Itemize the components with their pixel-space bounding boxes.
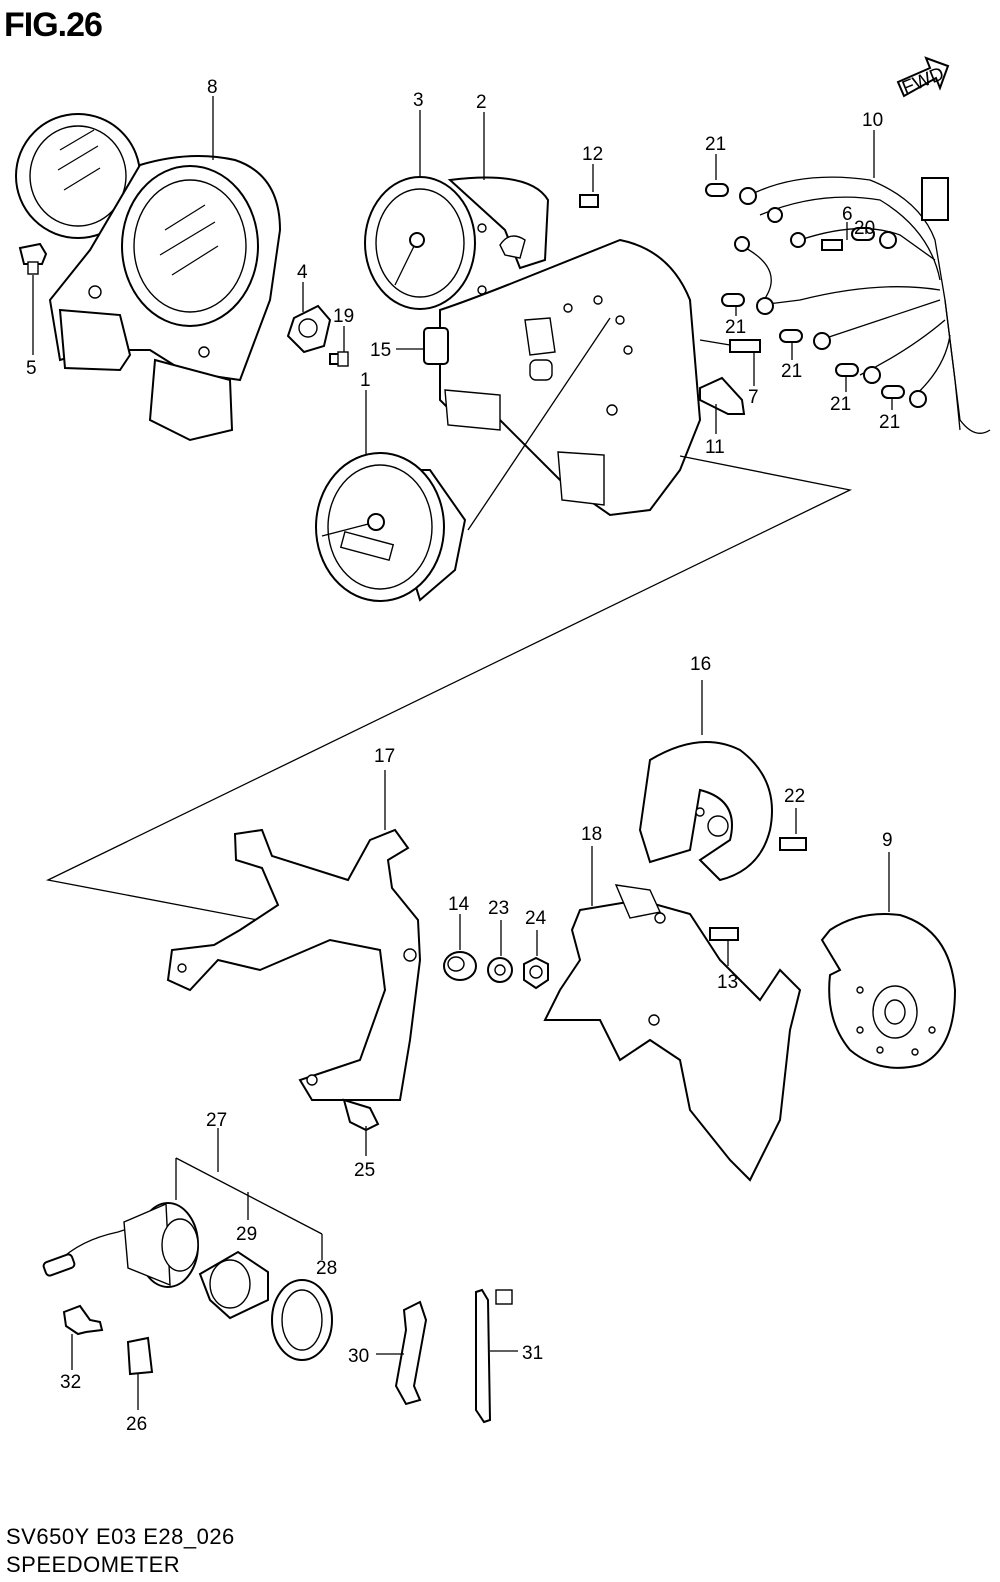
band-31-part bbox=[475, 1288, 513, 1424]
clip-26-part bbox=[126, 1336, 154, 1376]
callout-28: 28 bbox=[316, 1258, 337, 1279]
callout-10: 10 bbox=[862, 110, 883, 131]
callout-21e: 21 bbox=[879, 412, 900, 433]
fwd-label: FWD bbox=[899, 63, 947, 99]
callout-2: 2 bbox=[476, 92, 487, 113]
callout-18: 18 bbox=[581, 824, 602, 845]
callout-13: 13 bbox=[717, 972, 738, 993]
callout-15: 15 bbox=[370, 340, 391, 361]
callout-19: 19 bbox=[333, 306, 354, 327]
callout-31: 31 bbox=[522, 1343, 543, 1364]
section-title: SPEEDOMETER bbox=[6, 1552, 181, 1577]
speedometer-part bbox=[315, 452, 467, 602]
callout-25: 25 bbox=[354, 1160, 375, 1181]
wiring-harness-part bbox=[734, 176, 991, 434]
meter-cover-part bbox=[15, 113, 282, 442]
callout-22: 22 bbox=[784, 786, 805, 807]
screw-13-part bbox=[709, 927, 739, 941]
callout-21a: 21 bbox=[705, 134, 726, 155]
meter-case-part bbox=[439, 223, 702, 517]
callout-20: 20 bbox=[854, 218, 875, 239]
screw-7-part bbox=[729, 339, 761, 353]
callout-1: 1 bbox=[360, 370, 371, 391]
model-code: SV650Y E03 E28_026 bbox=[6, 1524, 235, 1549]
tachometer-part bbox=[364, 176, 550, 310]
screw-12-part bbox=[579, 194, 599, 208]
callout-23: 23 bbox=[488, 898, 509, 919]
callout-4: 4 bbox=[297, 262, 308, 283]
callout-9: 9 bbox=[882, 830, 893, 851]
callout-11: 11 bbox=[705, 437, 725, 458]
callout-24: 24 bbox=[525, 908, 547, 929]
figure-title: FIG.26 bbox=[4, 6, 103, 44]
bulb-parts bbox=[705, 183, 905, 399]
callout-32: 32 bbox=[60, 1372, 81, 1393]
washer-23-part bbox=[487, 957, 513, 983]
bulb-holder-15-part bbox=[423, 327, 449, 365]
callout-29: 29 bbox=[236, 1224, 257, 1245]
screw-22-part bbox=[779, 837, 807, 851]
callout-6: 6 bbox=[842, 204, 853, 225]
assembly-reference-lines bbox=[45, 455, 853, 951]
callout-17: 17 bbox=[374, 746, 395, 767]
callout-14: 14 bbox=[448, 894, 470, 915]
guard-18-part bbox=[543, 884, 802, 1182]
callout-8: 8 bbox=[207, 77, 218, 98]
sensor-27-part bbox=[42, 1202, 333, 1361]
callout-7: 7 bbox=[748, 387, 759, 408]
callout-21d: 21 bbox=[830, 394, 851, 415]
callout-27: 27 bbox=[206, 1110, 227, 1131]
bracket-11-part bbox=[699, 376, 746, 415]
callout-3: 3 bbox=[413, 90, 424, 111]
callout-16: 16 bbox=[690, 654, 711, 675]
bracket-17-part bbox=[166, 828, 422, 1101]
rotor-9-part bbox=[820, 913, 957, 1069]
cover-16-part bbox=[638, 741, 773, 882]
callout-5: 5 bbox=[26, 358, 37, 379]
callout-26: 26 bbox=[126, 1414, 147, 1435]
screw-32-part bbox=[62, 1304, 104, 1336]
screw-part bbox=[18, 242, 48, 275]
grommet-14-part bbox=[443, 951, 477, 981]
clamp-30-part bbox=[394, 1300, 428, 1406]
screw-19-part bbox=[329, 351, 349, 367]
callout-12: 12 bbox=[582, 144, 603, 165]
callout-21b: 21 bbox=[725, 317, 746, 338]
forward-arrow-icon: FWD bbox=[896, 56, 950, 99]
socket-part bbox=[286, 304, 332, 354]
nut-24-part bbox=[523, 956, 549, 990]
screw-25-part bbox=[342, 1098, 380, 1132]
screw-6-part bbox=[821, 239, 843, 251]
callout-21c: 21 bbox=[781, 361, 802, 382]
callout-30: 30 bbox=[348, 1346, 369, 1367]
